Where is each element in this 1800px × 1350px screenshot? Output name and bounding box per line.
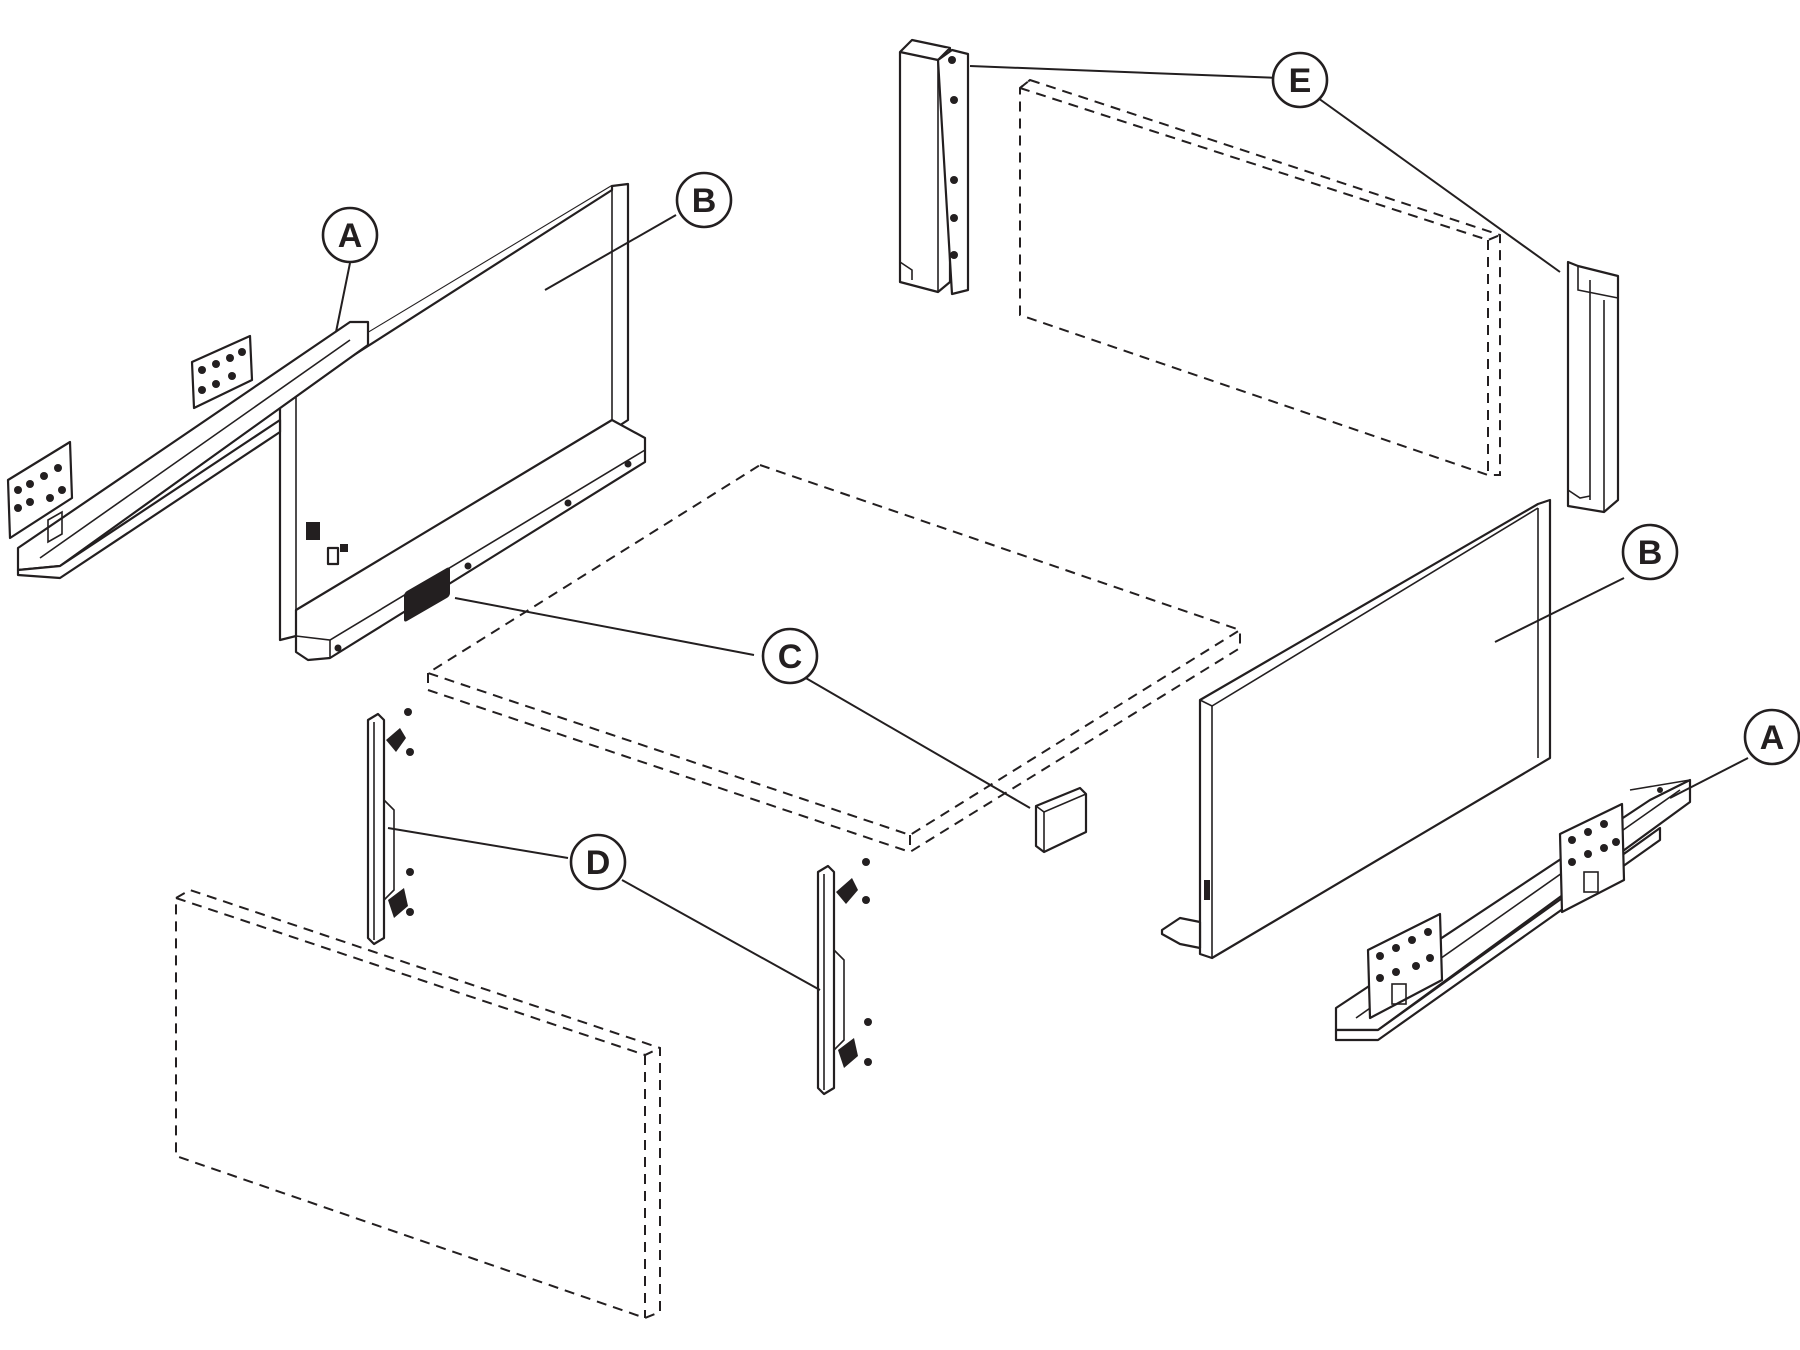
callout-b-right: B — [1621, 523, 1679, 581]
rail-left — [6, 320, 370, 580]
callout-e: E — [1271, 51, 1329, 109]
callout-d: D — [569, 833, 627, 891]
callout-d-label: D — [586, 844, 611, 882]
callout-a-left: A — [321, 206, 379, 264]
side-panel-left — [278, 182, 647, 662]
callout-a-right: A — [1743, 708, 1800, 766]
cover-cap — [1034, 786, 1088, 854]
rear-bracket-right — [1566, 260, 1620, 514]
callout-e-label: E — [1289, 62, 1312, 100]
callout-c: C — [761, 627, 819, 685]
rail-right — [1334, 778, 1692, 1042]
rear-panel-outline — [1019, 78, 1501, 476]
callout-a-right-label: A — [1760, 719, 1785, 757]
front-bracket-left — [366, 708, 414, 946]
bottom-panel-outline — [425, 463, 1243, 854]
callout-b-left: B — [675, 171, 733, 229]
callout-b-right-label: B — [1638, 534, 1663, 572]
leader-lines — [335, 65, 1749, 991]
callout-b-left-label: B — [692, 182, 717, 220]
rear-bracket-left — [898, 38, 970, 296]
callout-c-label: C — [778, 638, 803, 676]
callout-a-left-label: A — [338, 217, 363, 255]
side-panel-right — [1160, 498, 1552, 960]
front-panel-outline — [175, 888, 661, 1320]
front-bracket-right — [816, 858, 872, 1096]
